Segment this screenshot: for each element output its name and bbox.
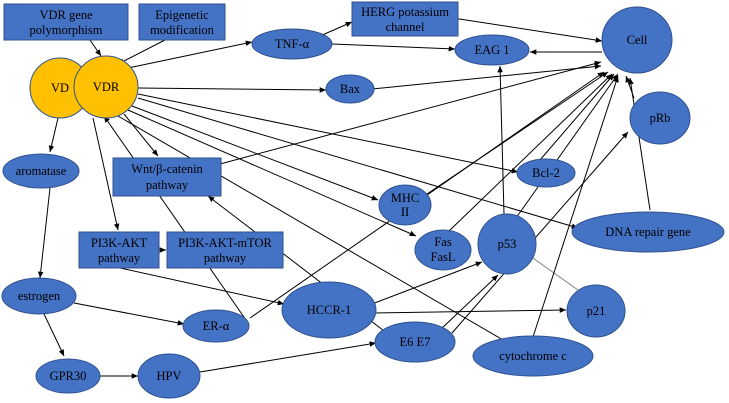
label-line: Wnt/β-catenin — [131, 162, 203, 176]
edge-aromatase-to-estrogen — [37, 187, 51, 279]
label-line: modification — [150, 23, 215, 37]
label-line: Bax — [340, 82, 361, 96]
node-fas-fasl: Fas FasL — [414, 229, 472, 271]
label-line: HPV — [156, 369, 181, 383]
node-hccr1: HCCR-1 — [281, 281, 377, 339]
label-line: aromatase — [16, 164, 67, 178]
node-p53: p53 — [477, 213, 537, 275]
edge-tnf-to-eag1 — [331, 43, 456, 52]
label-line: MHC — [391, 191, 419, 205]
edge-p53-to-cell — [515, 73, 619, 219]
node-vdr: VDR — [73, 55, 139, 119]
label-line: polymorphism — [30, 23, 103, 37]
edge-cytochrome-to-cell — [531, 75, 619, 341]
label-line: HCCR-1 — [307, 303, 351, 317]
node-cytochrome-c: cytochrome c — [472, 335, 594, 377]
edge-mhc2-to-cell — [423, 71, 609, 197]
edge-hpv-to-e6e7 — [199, 341, 377, 373]
node-tnf-alpha: TNF-α — [251, 28, 333, 60]
edge-pi3k-to-hccr1 — [119, 267, 285, 306]
edge-estrogen-to-er — [73, 302, 185, 326]
node-prb: pRb — [629, 91, 691, 145]
label-line: VD — [51, 81, 69, 95]
label-line: Epigenetic — [155, 8, 209, 22]
label-line: p21 — [587, 304, 606, 318]
label-line: pRb — [650, 111, 671, 125]
edge-p53-to-eag1 — [497, 65, 505, 215]
label-line: HERG potassium — [361, 5, 449, 19]
label-line: II — [401, 205, 409, 219]
node-vdr-gene-polymorphism: VDR gene polymorphism — [3, 3, 129, 41]
label-line: Bcl-2 — [532, 166, 560, 180]
edge-vd-to-aromatase — [48, 117, 59, 153]
edge-vdr-to-mhc2 — [131, 105, 379, 201]
label-line: pathway — [98, 251, 141, 265]
edge-vdr-to-wnt — [123, 113, 159, 157]
edge-dna-to-cell — [628, 77, 651, 211]
node-pi3k-akt-mtor: PI3K-AKT-mTOR pathway — [166, 231, 284, 269]
edge-vdr-to-fas — [127, 109, 417, 237]
label-line: pathway — [146, 178, 189, 192]
label-line: FasL — [431, 250, 456, 264]
label-line: estrogen — [18, 289, 61, 303]
node-er-alpha: ER-α — [182, 309, 250, 343]
label-line: Cell — [627, 33, 648, 47]
node-hpv: HPV — [137, 353, 201, 399]
edge-tnf-to-herg — [319, 21, 353, 37]
node-bcl2: Bcl-2 — [516, 158, 576, 188]
label-line: PI3K-AKT — [91, 236, 148, 250]
label-line: E6 E7 — [400, 335, 431, 349]
edge-estrogen-to-gpr30 — [43, 313, 65, 357]
label-line: EAG 1 — [474, 43, 509, 57]
edges — [37, 15, 651, 379]
node-bax: Bax — [325, 74, 375, 104]
edge-vdr-to-bcl2 — [137, 93, 519, 174]
node-wnt-beta-catenin: Wnt/β-catenin pathway — [112, 157, 222, 197]
edge-herg-to-cell — [439, 15, 603, 43]
edge-vdr-to-cytochrome — [117, 115, 511, 345]
edge-bax-to-cell — [371, 63, 602, 90]
edge-vdr-to-dna-repair — [137, 97, 579, 229]
label-line: pathway — [204, 251, 247, 265]
node-herg-potassium-channel: HERG potassium channel — [351, 1, 459, 37]
label-line: ER-α — [203, 319, 230, 333]
edge-wnt-to-cell — [219, 60, 602, 165]
edge-vdr-to-tnf — [127, 40, 253, 69]
edge-epigenetic-to-vdr — [117, 39, 166, 65]
node-p21: p21 — [566, 284, 626, 338]
label-line: GPR30 — [50, 369, 87, 383]
node-cell: Cell — [601, 6, 673, 74]
node-estrogen: estrogen — [1, 277, 77, 315]
edge-hccr1-to-p53 — [371, 261, 483, 305]
label-line: cytochrome c — [499, 349, 567, 363]
node-mhc2: MHC II — [378, 184, 432, 226]
label-line: VDR gene — [39, 8, 93, 22]
label-line: TNF-α — [275, 37, 310, 51]
label-line: Fas — [434, 235, 452, 249]
edge-vdr-to-bax — [137, 87, 327, 93]
edge-vdr-to-pi3k — [92, 117, 120, 231]
edge-er-to-vdr — [103, 115, 247, 321]
edge-e6e7-to-prb — [451, 131, 629, 334]
label-line: VDR — [93, 80, 120, 94]
edge-e6e7-to-p53 — [439, 274, 499, 331]
edge-bcl2-to-cell — [539, 73, 615, 161]
node-eag1: EAG 1 — [454, 34, 530, 66]
label-line: p53 — [498, 237, 517, 251]
edge-polymorphism-to-vdr — [89, 39, 102, 57]
label-line: PI3K-AKT-mTOR — [178, 236, 272, 250]
node-e6e7: E6 E7 — [374, 321, 456, 363]
node-vd: VD — [29, 57, 91, 119]
node-epigenetic-modification: Epigenetic modification — [138, 3, 226, 41]
label-line: channel — [386, 20, 425, 34]
node-dna-repair-gene: DNA repair gene — [571, 211, 725, 253]
node-aromatase: aromatase — [2, 153, 80, 189]
label-line: DNA repair gene — [605, 225, 691, 239]
node-pi3k-akt: PI3K-AKT pathway — [78, 231, 160, 269]
edge-fas-to-cell — [447, 73, 613, 233]
node-gpr30: GPR30 — [35, 358, 101, 394]
